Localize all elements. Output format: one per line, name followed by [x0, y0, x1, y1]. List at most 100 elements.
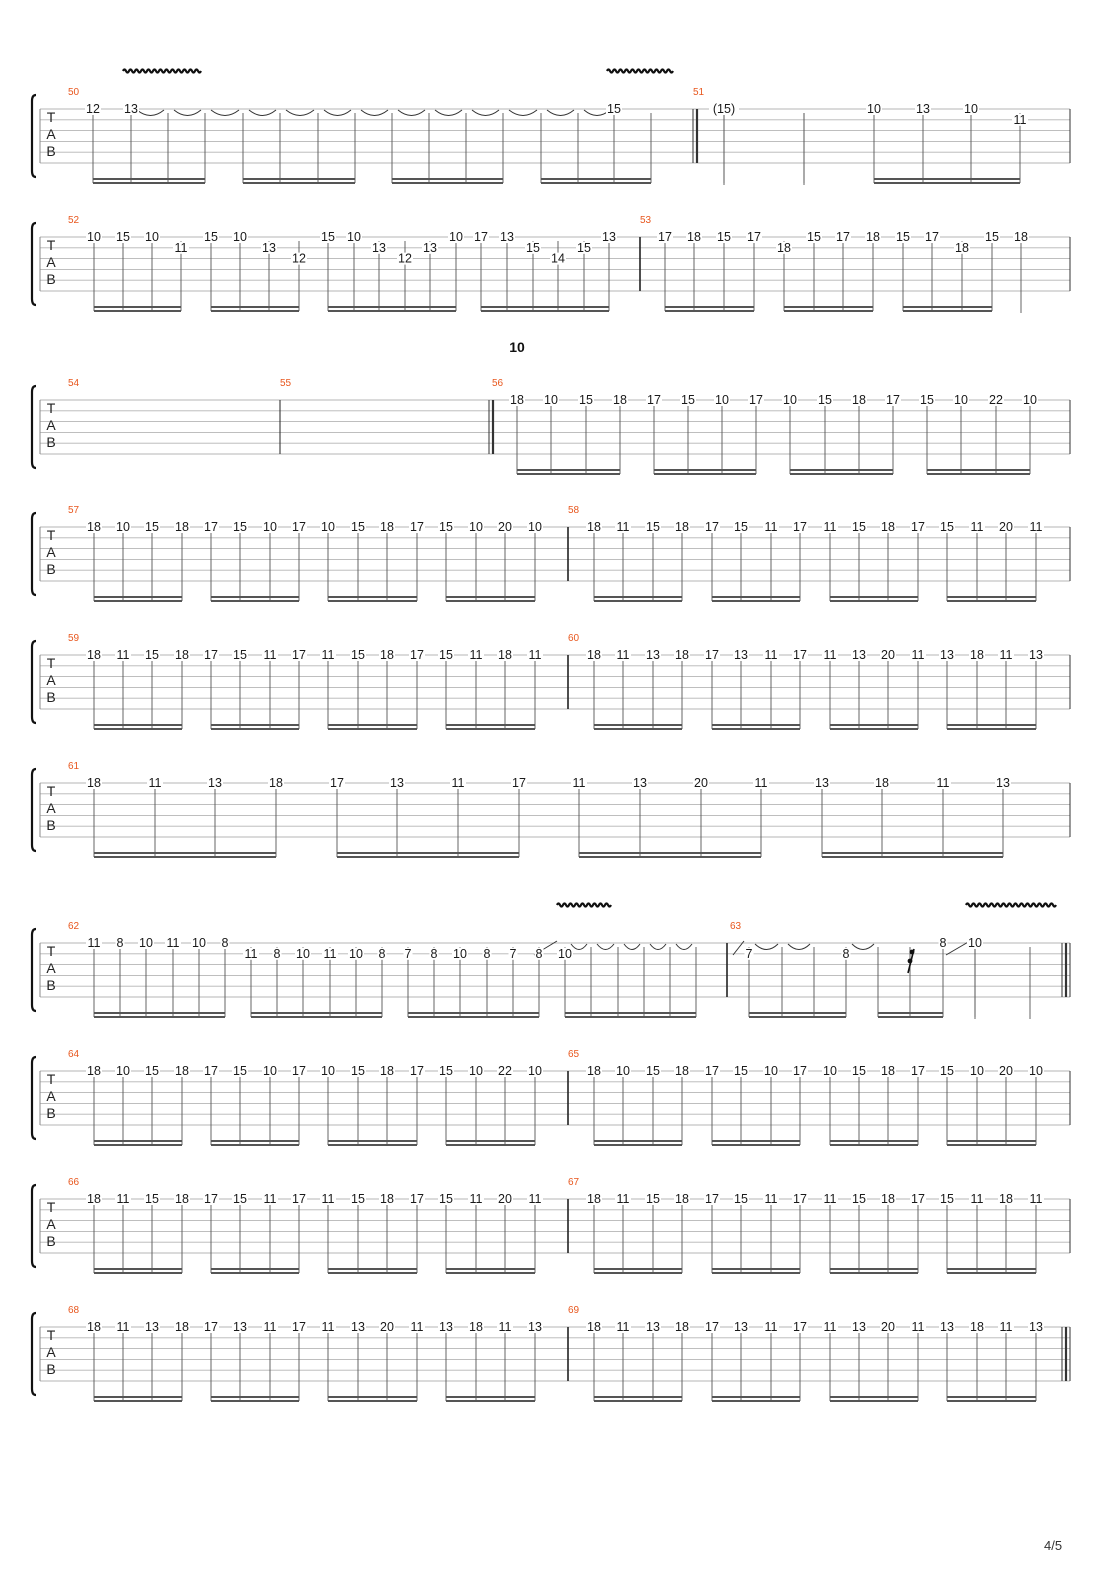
fret-bg — [320, 1321, 336, 1333]
fret-bg — [822, 1193, 838, 1205]
fret-number: 10 — [263, 520, 277, 534]
fret-number: 17 — [204, 1064, 218, 1078]
tab-clef-letter: B — [46, 1361, 55, 1377]
fret-bg — [173, 241, 189, 254]
tie-arc — [787, 943, 811, 950]
fret-number: 18 — [380, 648, 394, 662]
fret-number: 10 — [964, 102, 978, 116]
fret-bg — [919, 394, 935, 406]
fret-bg — [527, 1065, 543, 1077]
fret-bg — [409, 521, 425, 533]
fret-bg — [792, 1321, 808, 1333]
system-bracket — [30, 221, 37, 307]
fret-bg — [963, 103, 979, 115]
fret-number: 11 — [824, 520, 837, 534]
fret-bg — [468, 1321, 484, 1333]
tie-arc — [397, 109, 426, 116]
fret-number: 11 — [824, 1192, 837, 1206]
fret-number: 11 — [1000, 1320, 1013, 1334]
fret-number: 17 — [925, 230, 939, 244]
tie-arc — [173, 109, 202, 116]
system-bracket — [30, 767, 37, 853]
fret-bg — [910, 1321, 926, 1333]
tab-clef-letter: B — [46, 817, 55, 833]
fret-number: 17 — [793, 520, 807, 534]
fret-bg — [646, 394, 662, 406]
fret-bg — [450, 777, 466, 789]
fret-bg — [612, 394, 628, 406]
fret-number: 11 — [117, 648, 130, 662]
fret-bg — [85, 103, 101, 115]
fret-bg — [147, 777, 163, 789]
fret-bg — [272, 947, 282, 960]
fret-bg — [232, 649, 248, 661]
fret-number: 15 — [681, 393, 695, 407]
fret-bg — [438, 521, 454, 533]
fret-number: 15 — [233, 1192, 247, 1206]
tie-arc — [754, 943, 779, 950]
fret-bg — [645, 1065, 661, 1077]
fret-bg — [403, 947, 413, 960]
fret-bg — [497, 1193, 513, 1205]
tie-arc — [248, 109, 277, 116]
fret-number: 17 — [410, 1192, 424, 1206]
fret-bg — [329, 777, 345, 789]
tab-clef-letter: A — [46, 417, 56, 433]
fret-number: 15 — [852, 1064, 866, 1078]
fret-bg — [86, 1065, 102, 1077]
fret-number: 13 — [940, 648, 954, 662]
measure-number: 64 — [68, 1049, 80, 1060]
fret-number: 10 — [296, 947, 310, 961]
slide-mark — [945, 940, 971, 956]
fret-number: 11 — [322, 1192, 335, 1206]
fret-bg — [291, 252, 307, 265]
fret-bg — [674, 521, 690, 533]
fret-bg — [497, 1065, 513, 1077]
fret-bg — [429, 947, 439, 960]
tab-clef-letter: A — [46, 800, 56, 816]
tie-arc — [596, 943, 615, 950]
fret-number: 11 — [88, 936, 101, 950]
fret-bg — [262, 1321, 278, 1333]
fret-number: 13 — [233, 1320, 247, 1334]
fret-bg — [586, 1065, 602, 1077]
fret-bg — [674, 649, 690, 661]
tie-arc — [546, 109, 575, 116]
fret-bg — [144, 231, 160, 243]
fret-number: 18 — [970, 648, 984, 662]
fret-bg — [1028, 1321, 1044, 1333]
system-bracket — [30, 1183, 37, 1269]
fret-bg — [482, 947, 492, 960]
fret-bg — [115, 1065, 131, 1077]
fret-bg — [733, 1193, 749, 1205]
fret-number: 18 — [175, 1064, 189, 1078]
fret-number: 18 — [87, 1064, 101, 1078]
fret-number: 15 — [321, 230, 335, 244]
fret-number: 18 — [675, 648, 689, 662]
fret-number: 18 — [852, 393, 866, 407]
fret-number: 15 — [807, 230, 821, 244]
fret-bg — [645, 1193, 661, 1205]
fret-bg — [295, 947, 311, 960]
fret-number: 13 — [1029, 1320, 1043, 1334]
fret-bg — [586, 649, 602, 661]
fret-bg — [822, 649, 838, 661]
fret-number: 10 — [233, 230, 247, 244]
fret-number: 18 — [687, 230, 701, 244]
fret-number: 15 — [577, 241, 591, 255]
fret-bg — [550, 252, 566, 265]
fret-number: 10 — [469, 520, 483, 534]
tab-clef-letter: T — [47, 1327, 56, 1343]
fret-bg — [232, 1321, 248, 1333]
fret-number: 18 — [87, 520, 101, 534]
fret-number: 10 — [867, 102, 881, 116]
tab-clef-letter: B — [46, 1233, 55, 1249]
rest-symbol — [907, 958, 913, 964]
fret-number: 11 — [617, 1192, 630, 1206]
fret-number: 18 — [777, 241, 791, 255]
fret-bg — [910, 1065, 926, 1077]
